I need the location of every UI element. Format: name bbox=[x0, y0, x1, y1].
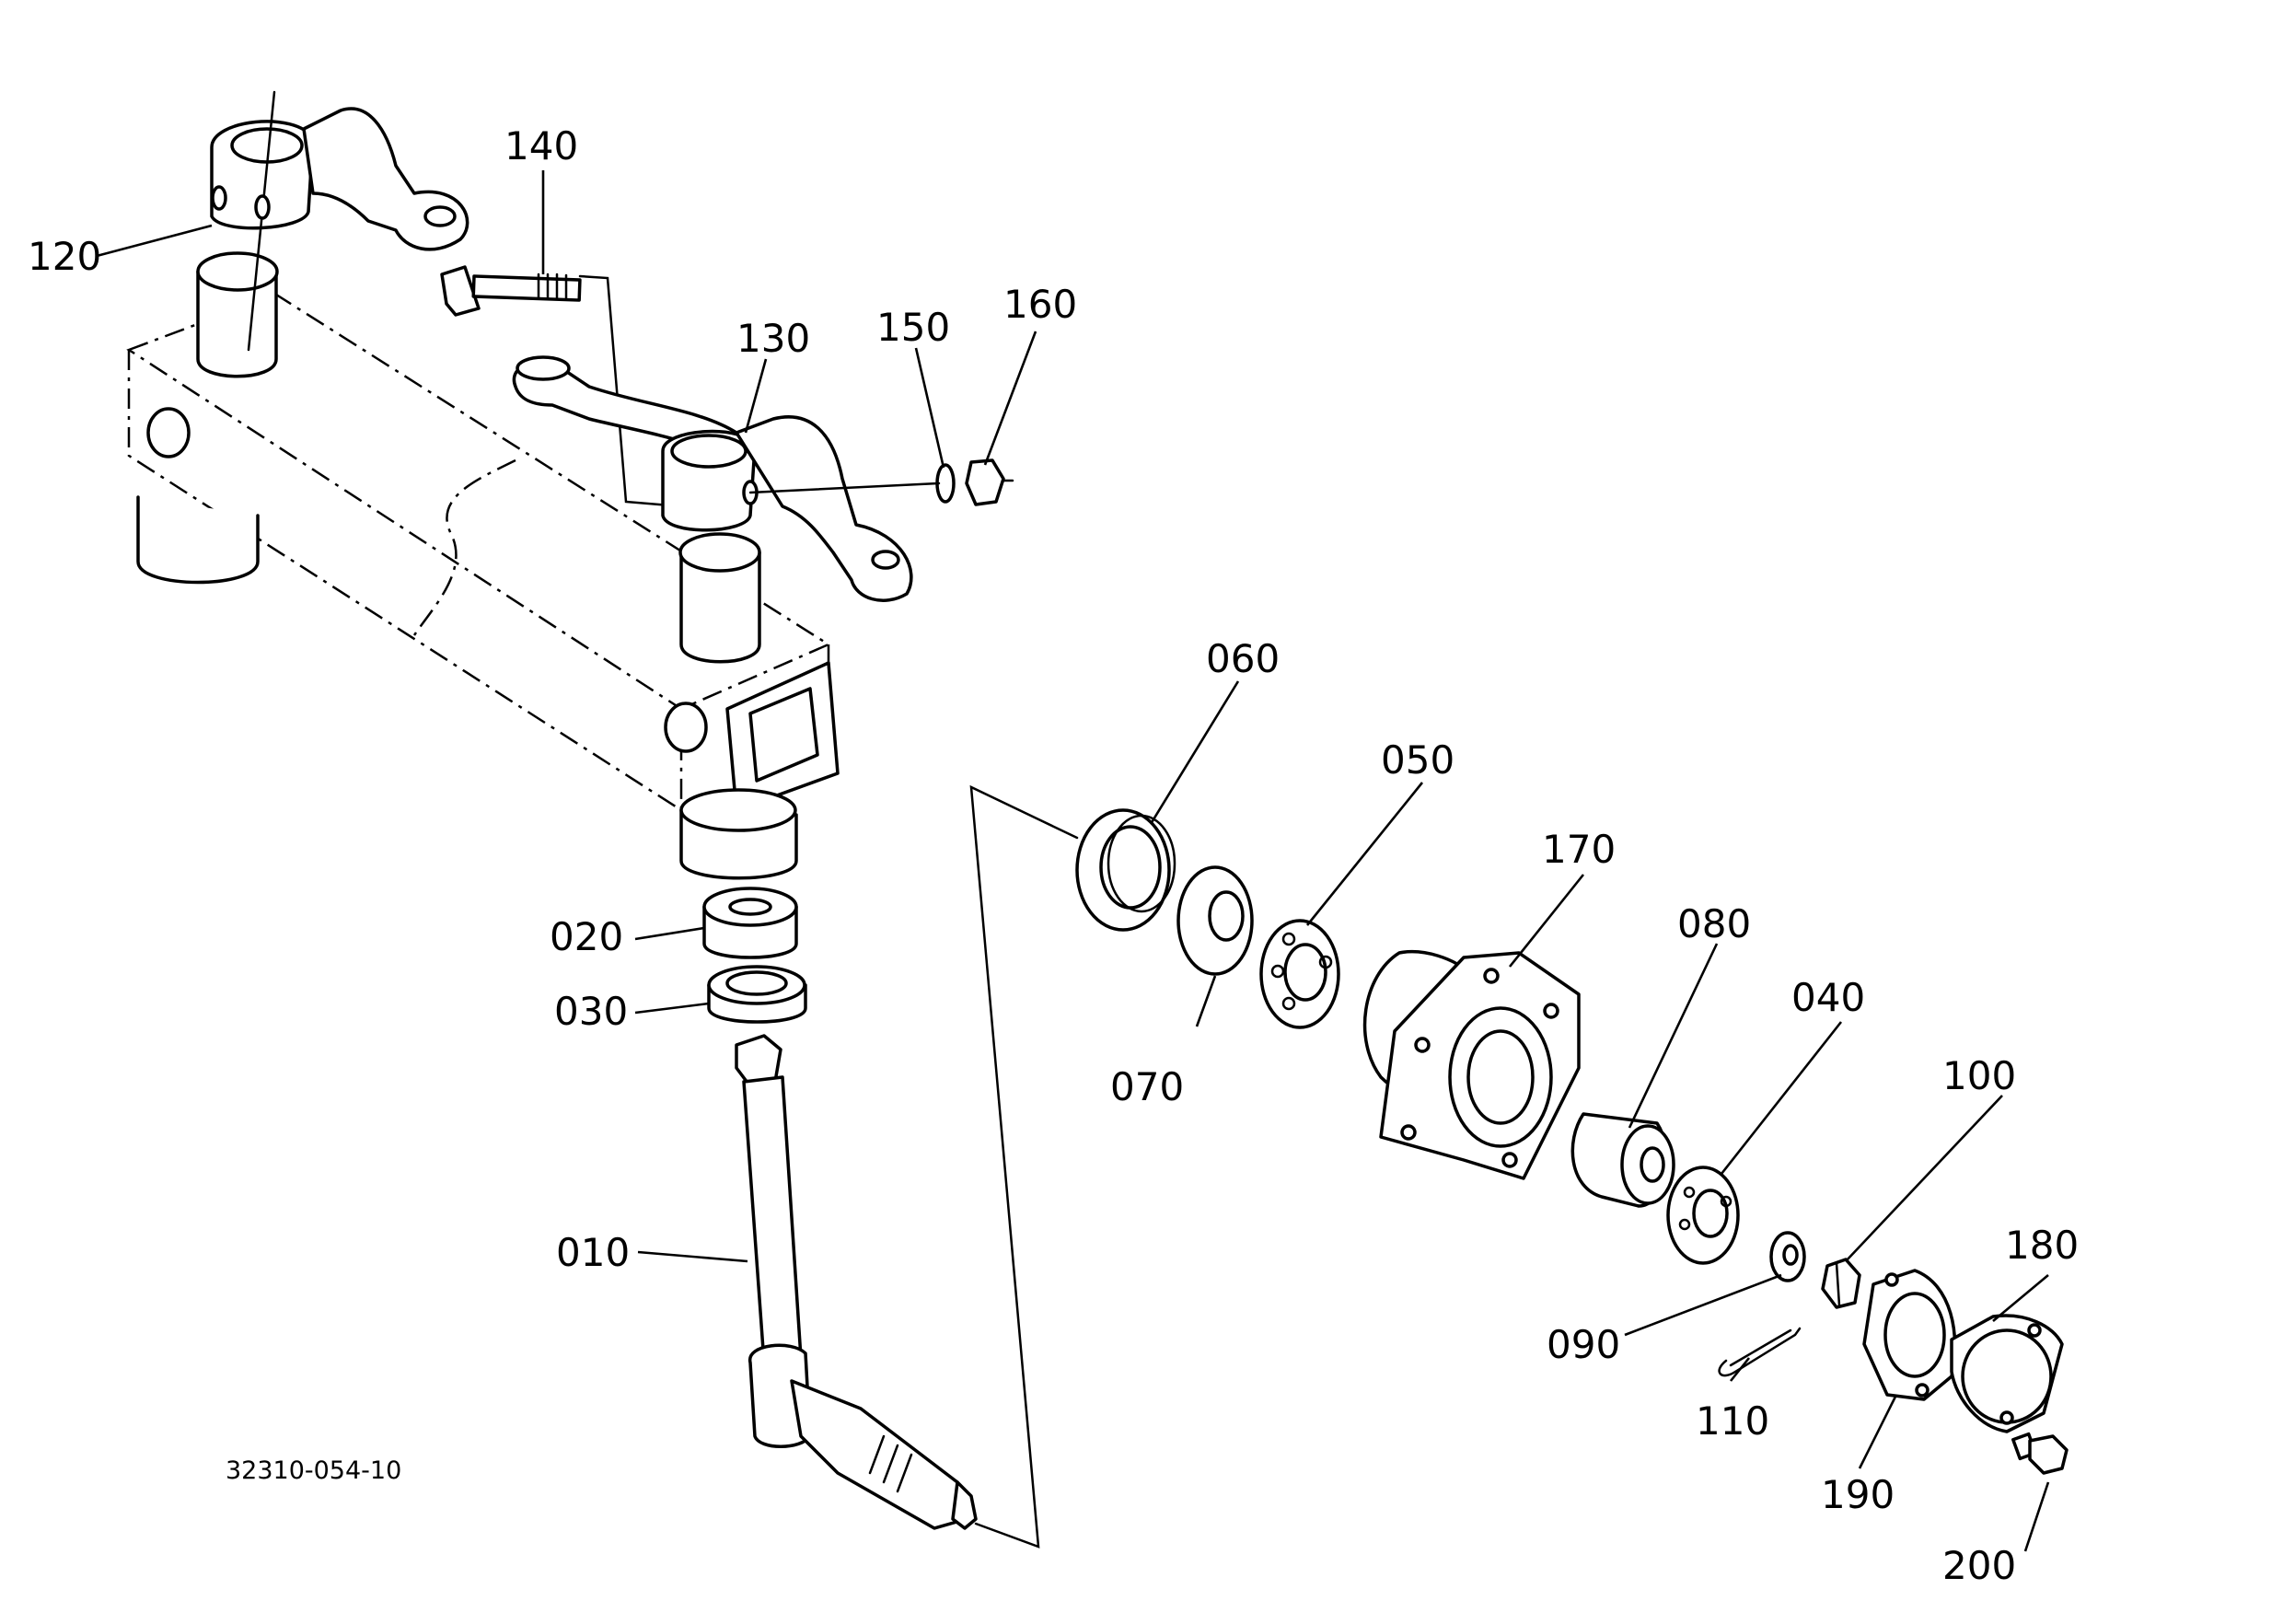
assembly-centerline bbox=[969, 784, 1079, 1549]
part-050-ball-bearing bbox=[1259, 919, 1340, 1029]
part-040-ball-bearing bbox=[1666, 1166, 1740, 1265]
part-070-collar bbox=[1176, 865, 1254, 976]
part-190-gasket bbox=[1862, 1269, 1957, 1401]
part-130-knuckle-arm-right bbox=[512, 355, 913, 602]
part-160-nut bbox=[748, 458, 1014, 506]
callout-160: 160 bbox=[1003, 282, 1077, 327]
callout-180: 180 bbox=[2005, 1223, 2079, 1268]
callout-170: 170 bbox=[1542, 827, 1616, 872]
part-020-thrust-bearing bbox=[702, 887, 798, 959]
callout-130: 130 bbox=[736, 316, 810, 361]
part-180-hub-cap bbox=[1950, 1314, 2064, 1433]
callout-010: 010 bbox=[556, 1230, 630, 1275]
part-060-oil-seal bbox=[1075, 808, 1176, 932]
callout-080: 080 bbox=[1677, 901, 1751, 946]
part-140-bolt bbox=[440, 265, 683, 508]
callout-020: 020 bbox=[550, 914, 623, 959]
callout-150: 150 bbox=[876, 305, 950, 350]
callout-labels: 010 020 030 040 050 060 070 080 090 100 … bbox=[28, 123, 2079, 1588]
part-170-wheel-hub bbox=[1362, 950, 1581, 1180]
part-010-spindle bbox=[735, 1034, 978, 1530]
part-080-collar bbox=[1570, 1112, 1675, 1208]
callout-120: 120 bbox=[28, 234, 101, 279]
callout-140: 140 bbox=[504, 123, 578, 168]
drawing-reference-number: 32310-054-10 bbox=[226, 1456, 401, 1485]
callout-110: 110 bbox=[1696, 1398, 1769, 1444]
callout-030: 030 bbox=[554, 989, 628, 1034]
callout-090: 090 bbox=[1547, 1322, 1620, 1367]
part-090-washer bbox=[1769, 1231, 1806, 1282]
callout-050: 050 bbox=[1381, 737, 1454, 783]
callout-040: 040 bbox=[1791, 975, 1865, 1020]
callout-100: 100 bbox=[1942, 1053, 2016, 1098]
part-100-castle-nut bbox=[1821, 1258, 1861, 1309]
part-200-plug bbox=[2011, 1432, 2069, 1475]
part-110-cotter-pin bbox=[1718, 1327, 1802, 1377]
callout-070: 070 bbox=[1110, 1064, 1184, 1109]
front-axle-beam bbox=[126, 251, 840, 880]
callout-190: 190 bbox=[1821, 1472, 1895, 1517]
part-030-seal bbox=[707, 965, 807, 1024]
callout-200: 200 bbox=[1942, 1543, 2016, 1588]
part-120-knuckle-arm-left bbox=[210, 90, 469, 352]
leader-lines bbox=[96, 170, 2050, 1552]
callout-060: 060 bbox=[1206, 636, 1280, 681]
